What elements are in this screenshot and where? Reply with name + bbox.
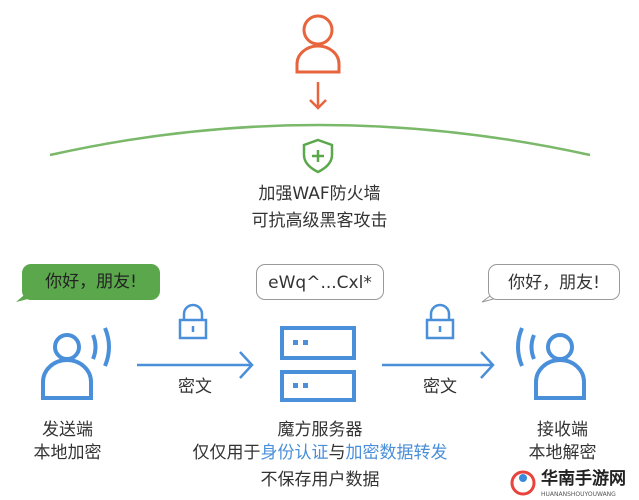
highlight-forwarding: 加密数据转发 xyxy=(345,443,448,463)
highlight-auth: 身份认证 xyxy=(260,443,329,463)
firewall-subtitle: 可抗高级黑客攻击 xyxy=(251,211,388,231)
logo-icon xyxy=(510,470,536,496)
server-note: 不保存用户数据 xyxy=(260,470,380,490)
attacker-icon xyxy=(295,14,341,74)
sender-icon xyxy=(41,327,111,400)
message-bubble-encrypted: eWq^...Cxl* xyxy=(256,264,384,300)
ciphertext-label-right: 密文 xyxy=(423,377,457,397)
arrow-down-icon xyxy=(309,82,327,110)
watermark-text: 华南手游网 xyxy=(541,469,626,489)
server-title: 魔方服务器 xyxy=(277,420,363,440)
arrow-right-icon xyxy=(382,351,495,379)
receiver-icon xyxy=(516,327,586,400)
message-bubble-sender: 你好，朋友! xyxy=(22,264,160,300)
watermark-subtext: HUANANSHOUYOUWANG xyxy=(541,491,616,498)
message-bubble-receiver: 你好，朋友! xyxy=(488,264,620,300)
arrow-right-icon xyxy=(137,351,254,379)
text: 与 xyxy=(328,443,346,463)
firewall-arc xyxy=(49,123,591,157)
text: 仅仅用于 xyxy=(192,443,261,463)
sender-title: 发送端 xyxy=(42,420,93,440)
firewall-title: 加强WAF防火墙 xyxy=(258,184,381,204)
shield-icon xyxy=(302,138,334,174)
watermark-logo: 华南手游网 HUANANSHOUYOUWANG xyxy=(505,467,639,500)
diagram-graphics xyxy=(16,14,591,402)
server-description: 仅仅用于身份认证与加密数据转发 xyxy=(160,443,480,463)
receiver-subtitle: 本地解密 xyxy=(528,443,597,463)
server-icon xyxy=(280,326,356,402)
sender-subtitle: 本地加密 xyxy=(33,443,102,463)
ciphertext-label-left: 密文 xyxy=(178,377,212,397)
lock-icon-right xyxy=(425,303,455,340)
receiver-title: 接收端 xyxy=(537,420,588,440)
lock-icon-left xyxy=(178,303,208,340)
